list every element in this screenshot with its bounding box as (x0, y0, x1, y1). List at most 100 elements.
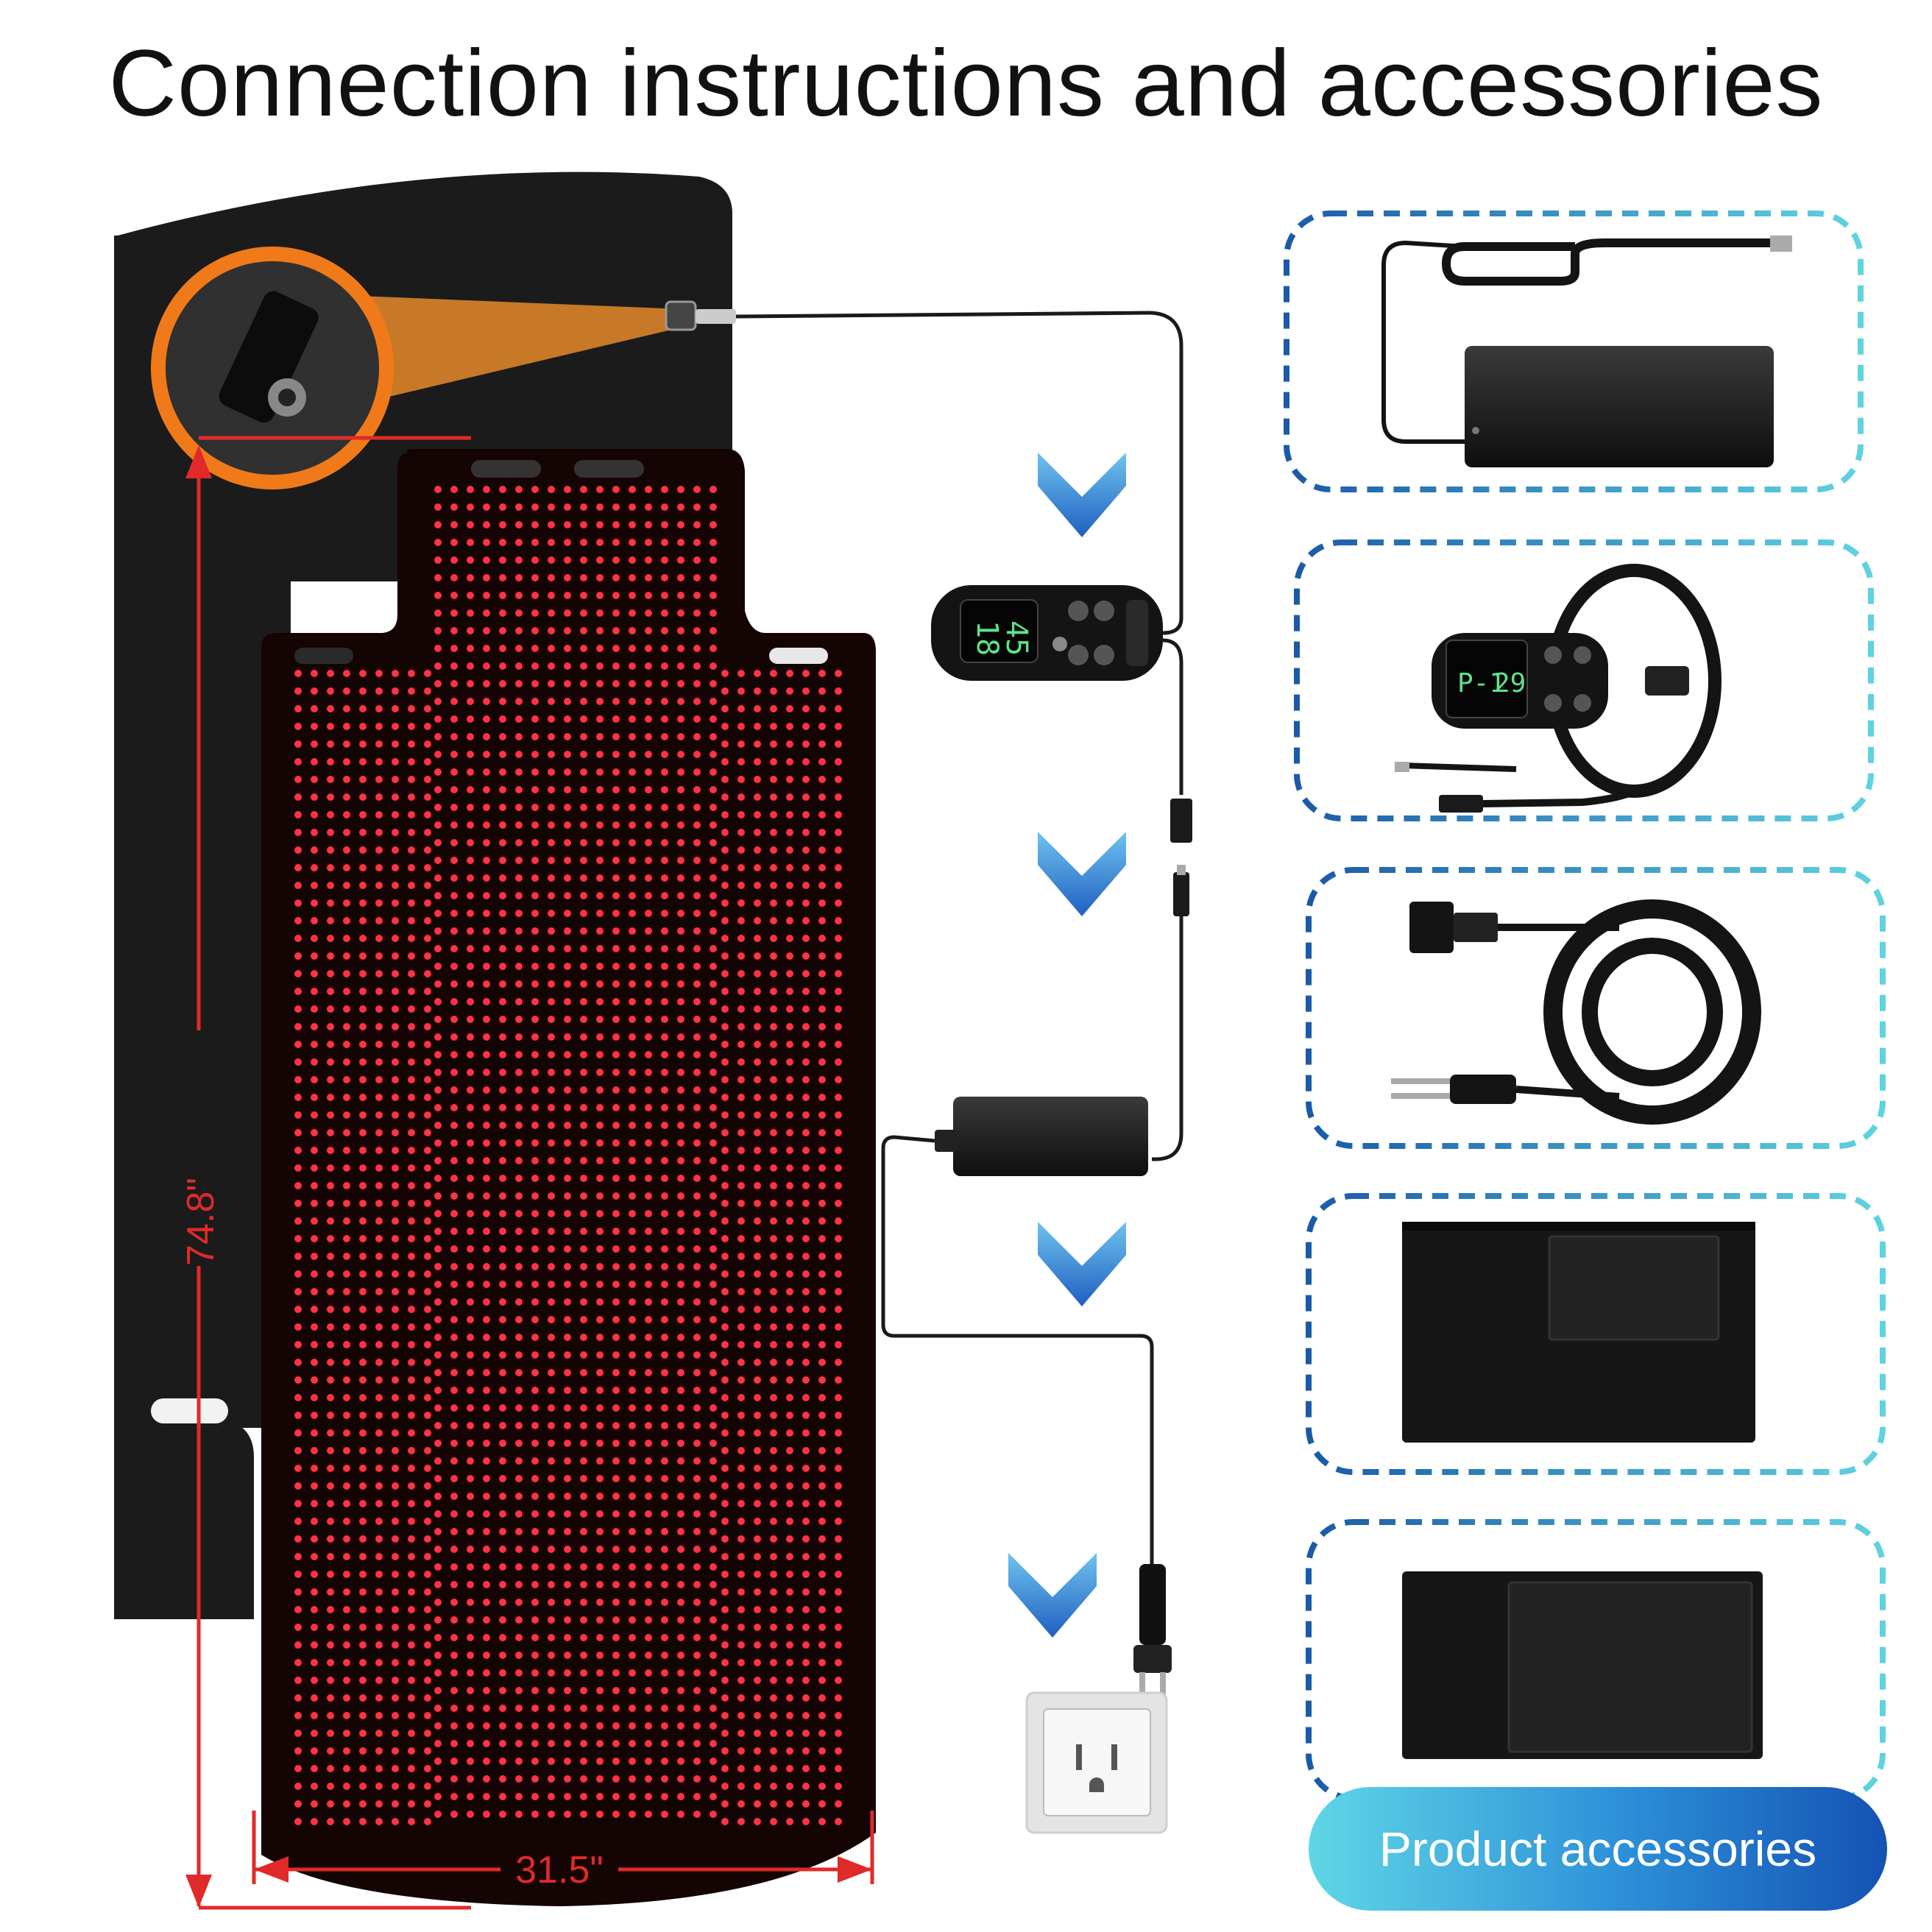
led-dot (343, 1270, 350, 1278)
led-dot (693, 945, 701, 952)
led-dot (721, 864, 729, 871)
led-dot (424, 793, 431, 801)
led-dot (835, 1164, 842, 1172)
led-dot (786, 970, 793, 977)
led-dot (424, 1783, 431, 1790)
led-dot (450, 1175, 458, 1182)
led-dot (531, 839, 539, 846)
led-dot (677, 768, 684, 776)
led-dot (596, 1051, 604, 1058)
led-dot (710, 1263, 717, 1270)
led-dot (515, 1228, 523, 1235)
led-dot (311, 1588, 318, 1596)
led-dot (818, 899, 826, 907)
led-dot (564, 1652, 571, 1659)
led-dot (531, 609, 539, 617)
led-dot (515, 927, 523, 935)
led-dot (424, 1164, 431, 1172)
led-dot (548, 1440, 555, 1447)
led-dot (483, 963, 490, 970)
led-dot (483, 927, 490, 935)
led-dot (629, 821, 636, 829)
flow-arrow-icon (1038, 453, 1126, 537)
led-dot (770, 864, 777, 871)
led-dot (645, 539, 652, 546)
led-dot (467, 1652, 474, 1659)
led-dot (786, 1076, 793, 1083)
led-dot (424, 1200, 431, 1207)
led-dot (661, 857, 668, 864)
led-dot (392, 1712, 399, 1719)
led-dot (359, 723, 367, 730)
led-dot (327, 793, 334, 801)
led-dot (693, 1440, 701, 1447)
led-dot (408, 1606, 415, 1613)
led-dot (677, 1581, 684, 1588)
led-dot (499, 1175, 506, 1182)
led-dot (499, 1316, 506, 1323)
led-dot (434, 839, 442, 846)
led-dot (483, 521, 490, 528)
led-dot (629, 892, 636, 899)
led-dot (359, 758, 367, 765)
led-dot (710, 1157, 717, 1164)
led-dot (693, 698, 701, 705)
led-dot (661, 1316, 668, 1323)
led-dot (548, 1298, 555, 1306)
led-dot (294, 1394, 302, 1401)
led-dot (375, 1571, 383, 1578)
led-dot (580, 715, 587, 723)
led-dot (392, 1076, 399, 1083)
led-dot (645, 1457, 652, 1465)
led-dot (786, 1359, 793, 1366)
led-dot (645, 857, 652, 864)
led-dot (661, 733, 668, 740)
led-dot (392, 899, 399, 907)
led-dot (548, 521, 555, 528)
led-dot (392, 758, 399, 765)
led-dot (311, 1429, 318, 1437)
led-dot (531, 1175, 539, 1182)
led-dot (596, 892, 604, 899)
led-dot (499, 1104, 506, 1111)
led-dot (327, 1058, 334, 1066)
led-dot (693, 751, 701, 758)
led-dot (408, 899, 415, 907)
led-dot (548, 1652, 555, 1659)
led-dot (327, 1200, 334, 1207)
flow-arrow-icon (1008, 1553, 1097, 1638)
led-dot (710, 1104, 717, 1111)
led-dot (629, 503, 636, 511)
led-dot (770, 917, 777, 924)
led-dot (710, 768, 717, 776)
led-dot (818, 1111, 826, 1119)
led-dot (359, 1712, 367, 1719)
led-dot (786, 1429, 793, 1437)
led-dot (327, 1306, 334, 1313)
led-dot (802, 1553, 810, 1560)
led-dot (818, 1182, 826, 1189)
led-dot (499, 1369, 506, 1376)
led-dot (359, 740, 367, 748)
led-dot (424, 1217, 431, 1225)
led-dot (499, 1758, 506, 1765)
led-dot (515, 592, 523, 599)
led-dot (434, 1263, 442, 1270)
led-dot (710, 1351, 717, 1359)
led-dot (612, 662, 620, 670)
led-dot (721, 935, 729, 942)
led-dot (392, 1694, 399, 1702)
led-dot (375, 670, 383, 677)
led-dot (294, 1023, 302, 1030)
led-dot (612, 1281, 620, 1288)
led-dot (818, 1429, 826, 1437)
led-dot (531, 1563, 539, 1571)
led-dot (770, 1341, 777, 1348)
led-dot (661, 839, 668, 846)
led-dot (434, 680, 442, 687)
led-dot (580, 556, 587, 564)
led-dot (424, 1412, 431, 1419)
led-dot (710, 1811, 717, 1818)
led-dot (677, 1775, 684, 1783)
led-dot (786, 952, 793, 960)
